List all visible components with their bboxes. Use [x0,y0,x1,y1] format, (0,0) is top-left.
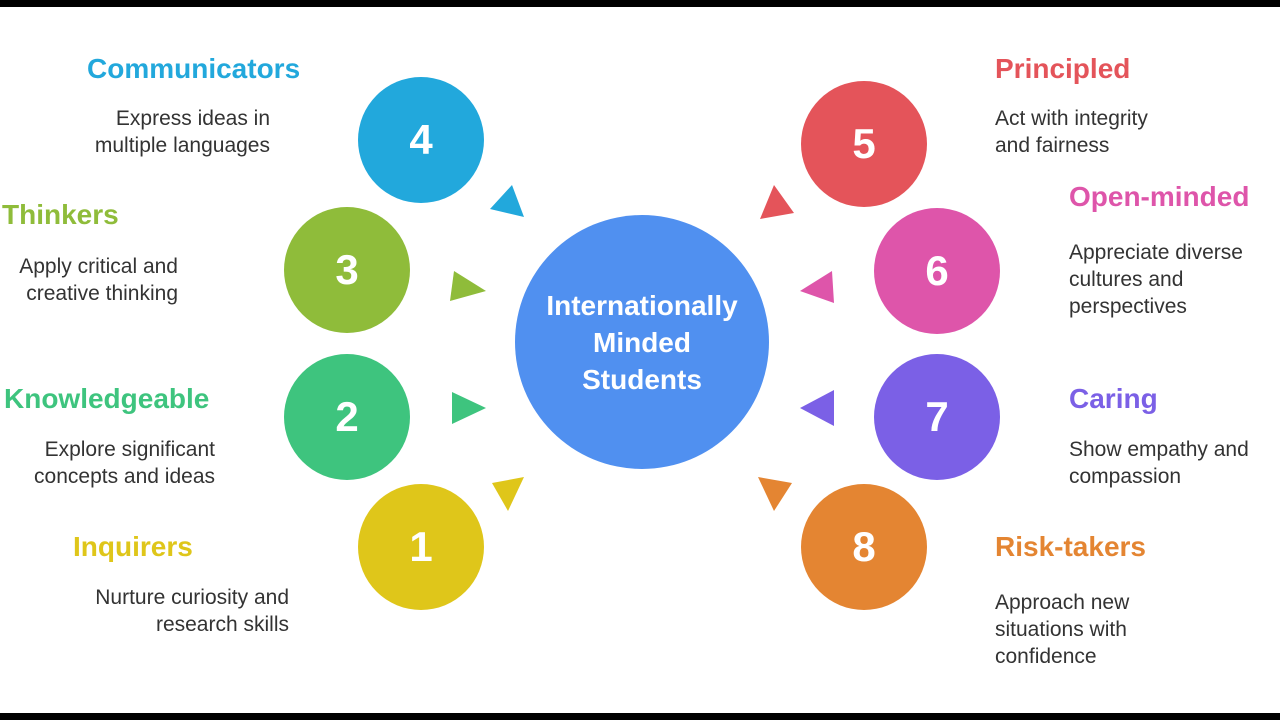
node-circle-1: 1 [358,484,484,610]
desc-inquirers: Nurture curiosity and research skills [95,584,289,638]
center-label: Internationally Minded Students [546,289,738,395]
arrow-triangle-8 [758,477,792,511]
node-number-4: 4 [409,116,433,163]
title-open-minded: Open-minded [1069,181,1250,212]
arrow-triangle-4 [490,185,524,217]
desc-line: Appreciate diverse [1069,241,1243,264]
desc-knowledgeable: Explore significant concepts and ideas [34,436,215,490]
desc-line: Show empathy and [1069,438,1249,461]
node-number-3: 3 [335,246,359,293]
desc-principled: Act with integrity and fairness [995,105,1148,159]
desc-line: situations with [995,618,1127,641]
node-number-8: 8 [852,523,876,570]
desc-line: perspectives [1069,295,1187,318]
node-number-5: 5 [852,120,876,167]
node-circle-4: 4 [358,77,484,203]
desc-line: research skills [155,613,289,636]
desc-caring: Show empathy and compassion [1069,436,1249,490]
desc-line: Nurture curiosity and [95,586,289,609]
desc-line: confidence [995,645,1097,668]
arrow-triangle-5 [760,185,794,219]
desc-thinkers: Apply critical and creative thinking [19,253,178,307]
desc-open-minded: Appreciate diverse cultures and perspect… [1069,239,1243,320]
title-risk-takers: Risk-takers [995,531,1146,562]
desc-line: Explore significant [44,438,215,461]
node-circle-8: 8 [801,484,927,610]
desc-line: cultures and [1069,268,1184,291]
desc-communicators: Express ideas in multiple languages [95,105,270,159]
desc-line: Apply critical and [19,255,178,278]
node-circle-2: 2 [284,354,410,480]
node-circle-3: 3 [284,207,410,333]
node-number-6: 6 [925,247,949,294]
title-inquirers: Inquirers [73,531,193,562]
arrow-triangle-2 [452,392,486,424]
node-circle-5: 5 [801,81,927,207]
node-number-2: 2 [335,393,359,440]
title-thinkers: Thinkers [2,199,119,230]
arrow-triangle-1 [492,477,524,511]
desc-line: multiple languages [94,134,270,157]
desc-line: Express ideas in [115,107,270,130]
desc-line: creative thinking [26,282,178,305]
title-caring: Caring [1069,383,1158,414]
arrow-triangle-3 [450,271,486,301]
title-knowledgeable: Knowledgeable [4,383,210,414]
desc-line: Act with integrity [995,107,1148,130]
node-number-7: 7 [925,393,949,440]
arrow-triangle-7 [800,390,834,426]
node-circle-7: 7 [874,354,1000,480]
title-communicators: Communicators [87,53,301,84]
desc-line: concepts and ideas [34,465,215,488]
node-number-1: 1 [409,523,433,570]
desc-line: and fairness [995,134,1110,157]
desc-line: compassion [1069,465,1182,488]
node-circle-6: 6 [874,208,1000,334]
title-principled: Principled [995,53,1131,84]
arrow-triangle-6 [800,271,834,303]
diagram-canvas: Internationally Minded Students 1 2 3 4 … [0,7,1280,713]
desc-risk-takers: Approach new situations with confidence [995,589,1129,670]
desc-line: Approach new [995,591,1130,614]
center-circle: Internationally Minded Students [515,215,769,469]
